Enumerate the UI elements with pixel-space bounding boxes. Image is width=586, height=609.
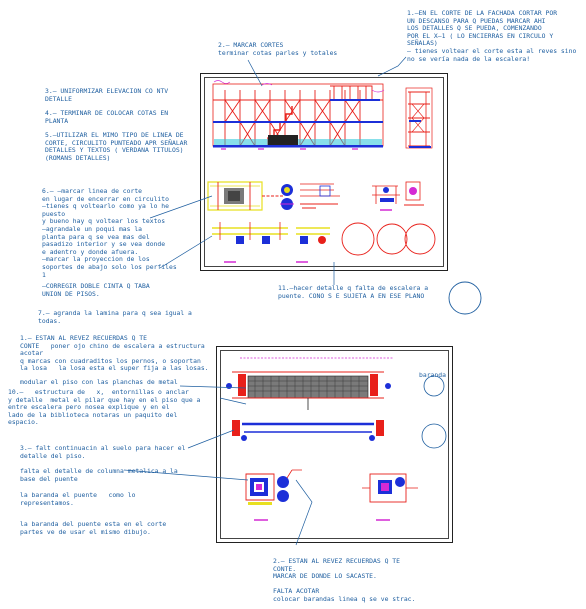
bridge-section (232, 375, 447, 449)
note-1-facade-cut: 1.–EN EL CORTE DE LA FACHADA CORTAR POR … (407, 9, 577, 63)
leader-lines (123, 56, 407, 546)
note-bridge-railing: la baranda el puente como lo representam… (20, 491, 136, 507)
plan-details (207, 181, 436, 263)
note-5-line-type: 5.–UTILIZAR EL MIMO TIPO DE LINEA DE COR… (45, 131, 188, 162)
narrow-section (405, 87, 433, 149)
note-modular-floor: modular el piso con las planchas de meta… (20, 378, 178, 386)
facade-elevation (212, 80, 385, 150)
note-3-floor-detail: 3.– falt continuacin al suelo para hacer… (20, 444, 186, 460)
label-baranda: baranda (419, 371, 446, 379)
note-column-detail: falta el detalle de columna metalica a l… (20, 467, 178, 483)
note-10-structure: 10.– estructura de x, entornillas o ancl… (8, 388, 201, 427)
note-11-stair-detail: 11.–hacer detalle q falta de escalera a … (278, 284, 429, 300)
note-6-cut-line: 6.– –marcar linea de corte en lugar de e… (42, 187, 177, 279)
bridge-elevation (226, 357, 394, 410)
note-2-mark-cuts: 2.– MARCAR CORTES terminar cotas parles … (218, 41, 338, 57)
note-railing-cut: la baranda del puente esta en el corte p… (20, 520, 167, 536)
note-6b-double-tape: –CORREGIR DOBLE CINTA Q TABA UNION DE PI… (42, 282, 150, 298)
note-4-plan-dimensions: 4.– TERMINAR DE COLOCAR COTAS EN PLANTA (45, 109, 169, 125)
callout-circle (448, 281, 482, 315)
bridge-details (245, 469, 418, 521)
note-3-uniform-elevation: 3.– UNIFORMIZAR ELEVACION CO NTV DETALLE (45, 87, 169, 103)
note-bottom-reversed: 1.– ESTAN AL REVEZ RECUERDAS Q TE CONTE … (20, 334, 209, 373)
note-2-bottom: 2.– ESTAN AL REVEZ RECUERDAS Q TE CONTE.… (273, 557, 416, 603)
note-7-sheet-size: 7.– agranda la lamina para q sea igual a… (38, 309, 192, 325)
